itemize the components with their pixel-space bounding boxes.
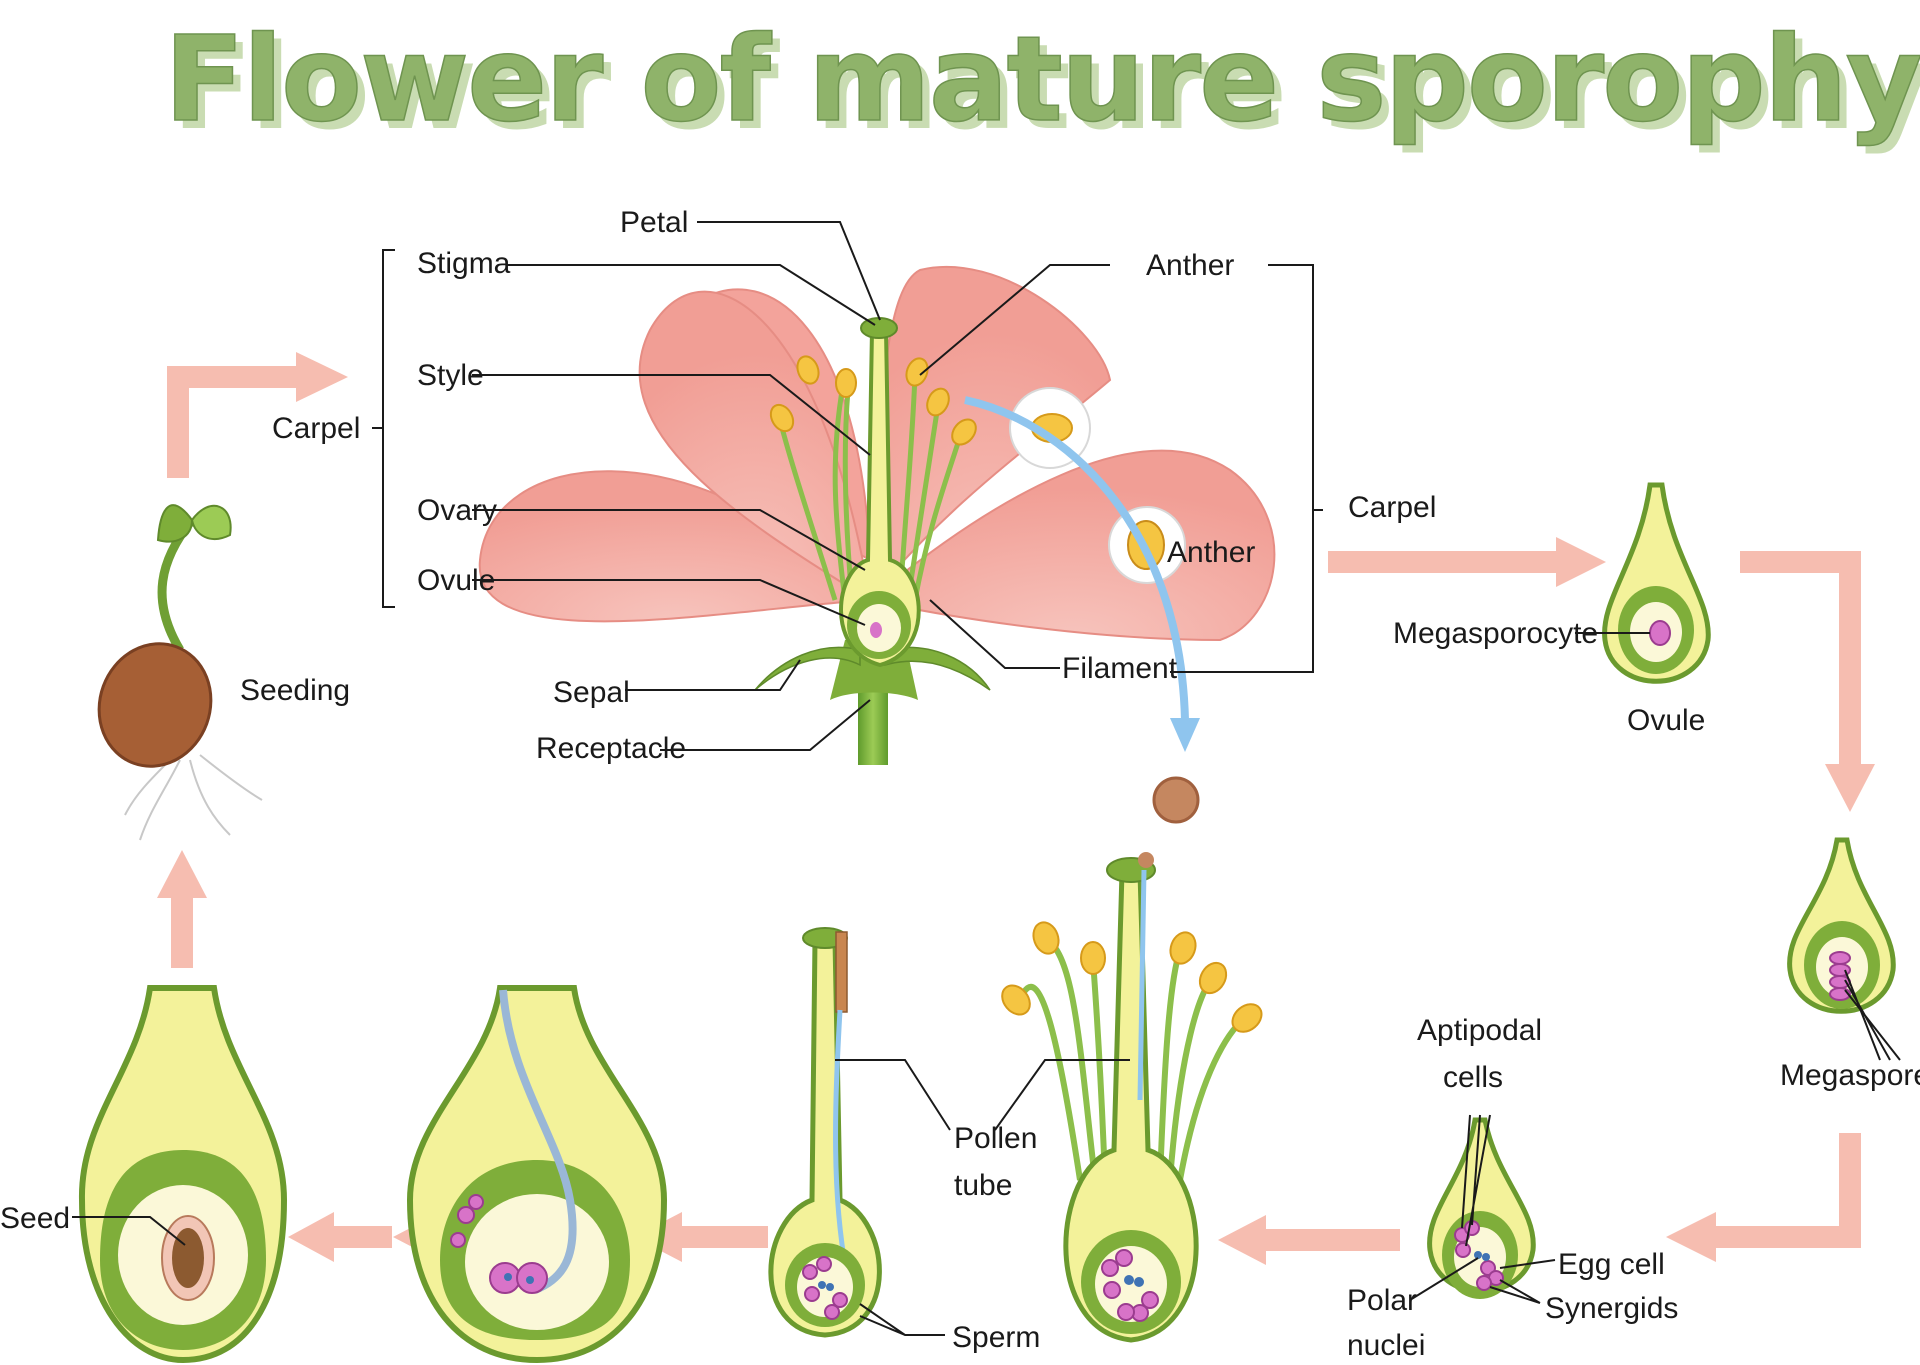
- label-sperm: Sperm: [952, 1321, 1040, 1354]
- arrow-seedling-to-flower: [167, 366, 300, 478]
- label-polar-2: nuclei: [1347, 1329, 1425, 1362]
- petal-left: [478, 470, 873, 623]
- ovule-nucleus: [870, 622, 882, 638]
- leader-synergids: [1489, 1279, 1541, 1304]
- label-carpel-right: Carpel: [1348, 491, 1436, 524]
- pollen-path-arrowhead: [1170, 718, 1200, 752]
- seedling-leaf-left: [156, 504, 194, 543]
- ovule-megaspores: [1787, 837, 1896, 1014]
- petal-right: [867, 449, 1276, 642]
- label-aptipodal-2: cells: [1443, 1061, 1503, 1094]
- leader-sperm: [859, 1303, 945, 1336]
- pistil: [839, 328, 921, 668]
- arrowhead-to-seedling: [157, 850, 207, 898]
- label-stigma: Stigma: [417, 247, 511, 280]
- leader-pollen-tube-right: [994, 1059, 1130, 1131]
- ovule-megasporocyte: [1602, 482, 1711, 684]
- arrowhead-to-pollination: [1218, 1215, 1266, 1265]
- label-megasporocyte: Megasporocyte: [1393, 617, 1598, 650]
- seedling-seed: [97, 642, 213, 768]
- label-seed: Seed: [0, 1202, 70, 1235]
- pollen-tube-pistil: [768, 927, 882, 1338]
- leader-aptipodal: [1461, 1114, 1491, 1247]
- embryo-sac: [1427, 1117, 1536, 1299]
- label-sepal: Sepal: [553, 676, 630, 709]
- arrowhead-to-seed: [288, 1212, 334, 1262]
- seedling-roots: [124, 754, 263, 841]
- label-receptacle: Receptacle: [536, 732, 686, 765]
- fertilization-ovule: [406, 985, 668, 1364]
- flower-leader-lines: [372, 221, 1323, 751]
- label-aptipodal-1: Aptipodal: [1417, 1014, 1542, 1047]
- leader-egg-cell: [1499, 1259, 1556, 1269]
- label-pollen-1: Pollen: [954, 1122, 1037, 1155]
- label-ovule: Ovule: [417, 564, 495, 597]
- label-carpel-left: Carpel: [272, 412, 360, 445]
- label-anther-top: Anther: [1146, 249, 1234, 282]
- cycle-arrows: [157, 352, 1875, 1265]
- flower-illustration: [478, 265, 1276, 824]
- seedling-leaf-right: [190, 504, 232, 540]
- arrowhead-to-megaspores: [1825, 764, 1875, 812]
- pollen-path: [964, 396, 1189, 721]
- page-title: Flower of mature sporophyte: [164, 10, 1920, 148]
- label-megaspores: Megaspores: [1780, 1059, 1920, 1092]
- flower-labels: Petal Stigma Style Ovary Ovule Carpel Se…: [272, 206, 1436, 765]
- title-group: Flower of mature sporophyte Flower of ma…: [163, 9, 1920, 156]
- label-seeding: Seeding: [240, 674, 350, 707]
- label-pollen-2: tube: [954, 1169, 1012, 1202]
- label-filament: Filament: [1062, 652, 1178, 685]
- label-egg-cell: Egg cell: [1558, 1248, 1665, 1281]
- label-polar-1: Polar: [1347, 1284, 1417, 1317]
- arrowhead-to-flower: [296, 352, 348, 402]
- leader-seed: [72, 1216, 186, 1246]
- sepal-right-shape: [884, 646, 991, 691]
- pollination-pistil: [1001, 852, 1263, 1343]
- stigma-shape: [860, 317, 898, 339]
- seed-ovule: [78, 985, 288, 1364]
- label-ovary: Ovary: [417, 494, 497, 527]
- arrow-megaspores-to-sac: [1712, 1133, 1861, 1248]
- leader-pollen-tube-left: [835, 1059, 951, 1131]
- seedling-illustration: [97, 504, 263, 841]
- label-synergids: Synergids: [1545, 1292, 1678, 1325]
- title-shadow: Flower of mature sporophyte: [172, 18, 1920, 156]
- label-anther-inset: Anther: [1167, 536, 1255, 569]
- label-style: Style: [417, 359, 484, 392]
- label-ovule-cycle: Ovule: [1627, 704, 1705, 737]
- label-petal: Petal: [620, 206, 688, 239]
- anthers: [769, 355, 977, 446]
- leader-megaspores: [1844, 969, 1901, 1061]
- pollen-grain: [1152, 776, 1200, 824]
- leader-polar: [1409, 1257, 1479, 1301]
- arrow-ovule-to-megaspores: [1740, 551, 1861, 768]
- arrowhead-to-sac: [1666, 1212, 1716, 1262]
- arrowhead-to-ovule: [1556, 537, 1606, 587]
